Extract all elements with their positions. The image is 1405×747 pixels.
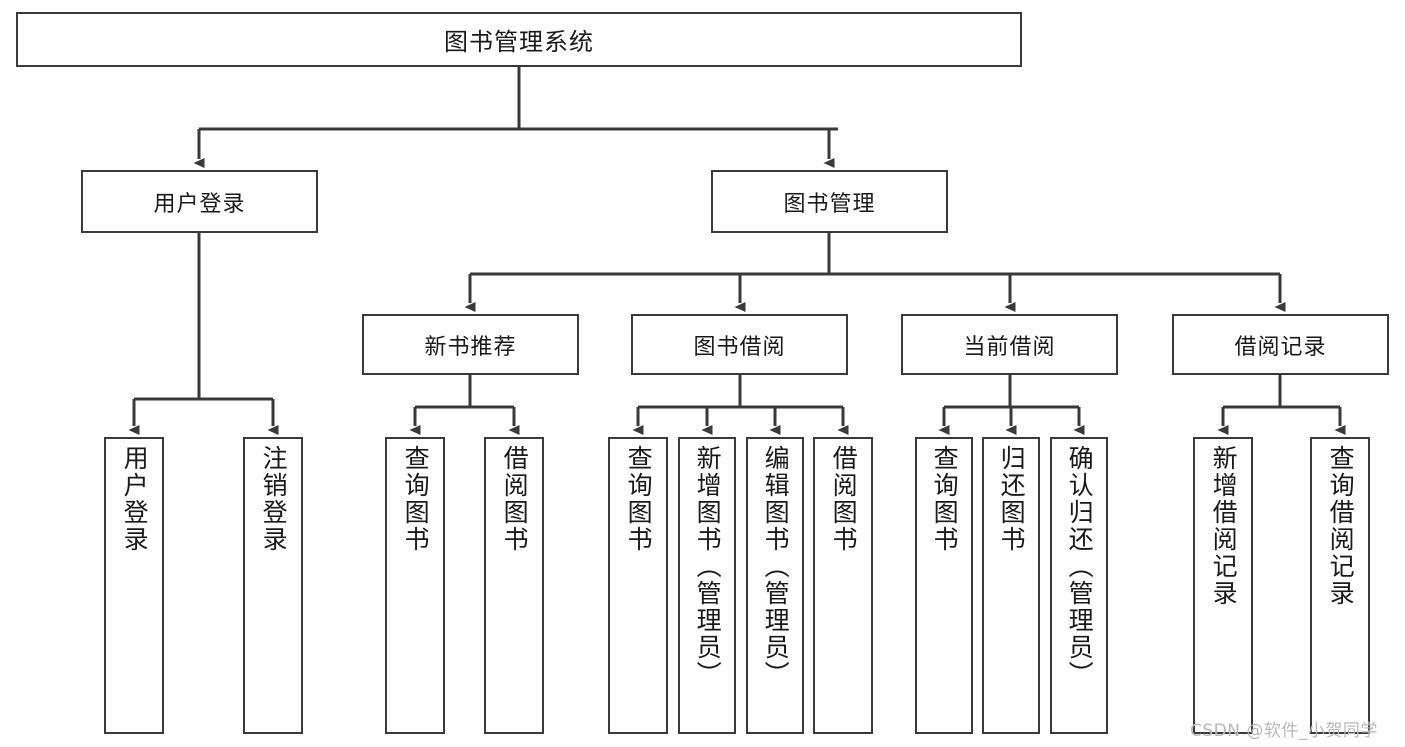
leaf-query-book-3[interactable]: 查询图书 (915, 437, 973, 734)
node-book-borrow[interactable]: 图书借阅 (631, 314, 848, 375)
node-book-manage-label: 图书管理 (783, 191, 876, 217)
node-new-book-rec-label: 新书推荐 (424, 334, 517, 360)
leaf-query-book-1[interactable]: 查询图书 (385, 437, 445, 734)
node-user-login[interactable]: 用户登录 (81, 170, 318, 233)
node-book-manage[interactable]: 图书管理 (711, 170, 948, 233)
leaf-query-book-1-label: 查询图书 (401, 445, 431, 553)
leaf-add-book-label: 新增图书（管理员） (693, 445, 723, 688)
leaf-query-book-3-label: 查询图书 (930, 445, 960, 553)
node-book-borrow-label: 图书借阅 (693, 334, 786, 360)
leaf-add-record[interactable]: 新增借阅记录 (1193, 437, 1253, 734)
leaf-confirm-return[interactable]: 确认归还（管理员） (1050, 437, 1108, 734)
leaf-user-login-label: 用户登录 (120, 445, 150, 553)
node-root[interactable]: 图书管理系统 (16, 12, 1022, 67)
leaf-add-record-label: 新增借阅记录 (1209, 445, 1239, 607)
leaf-user-login[interactable]: 用户登录 (104, 437, 164, 734)
node-current-borrow[interactable]: 当前借阅 (901, 314, 1118, 375)
leaf-query-record[interactable]: 查询借阅记录 (1310, 437, 1370, 734)
leaf-logout[interactable]: 注销登录 (243, 437, 303, 734)
leaf-edit-book-label: 编辑图书（管理员） (761, 445, 791, 688)
leaf-query-book-2-label: 查询图书 (624, 445, 654, 553)
leaf-borrow-book-1-label: 借阅图书 (500, 445, 530, 553)
leaf-return-book-label: 归还图书 (997, 445, 1027, 553)
leaf-confirm-return-label: 确认归还（管理员） (1065, 445, 1095, 688)
leaf-query-book-2[interactable]: 查询图书 (608, 437, 668, 734)
node-current-borrow-label: 当前借阅 (963, 334, 1056, 360)
node-new-book-rec[interactable]: 新书推荐 (362, 314, 579, 375)
node-borrow-record-label: 借阅记录 (1234, 334, 1327, 360)
leaf-borrow-book-1[interactable]: 借阅图书 (484, 437, 544, 734)
node-root-label: 图书管理系统 (444, 28, 594, 56)
leaf-add-book[interactable]: 新增图书（管理员） (678, 437, 736, 734)
node-user-login-label: 用户登录 (153, 191, 246, 217)
leaf-borrow-book-2-label: 借阅图书 (829, 445, 859, 553)
leaf-logout-label: 注销登录 (259, 445, 289, 553)
node-borrow-record[interactable]: 借阅记录 (1172, 314, 1389, 375)
leaf-edit-book[interactable]: 编辑图书（管理员） (746, 437, 804, 734)
leaf-query-record-label: 查询借阅记录 (1326, 445, 1356, 607)
csdn-watermark: CSDN @软件_小贺同学 (1190, 721, 1378, 741)
leaf-borrow-book-2[interactable]: 借阅图书 (813, 437, 873, 734)
leaf-return-book[interactable]: 归还图书 (982, 437, 1040, 734)
